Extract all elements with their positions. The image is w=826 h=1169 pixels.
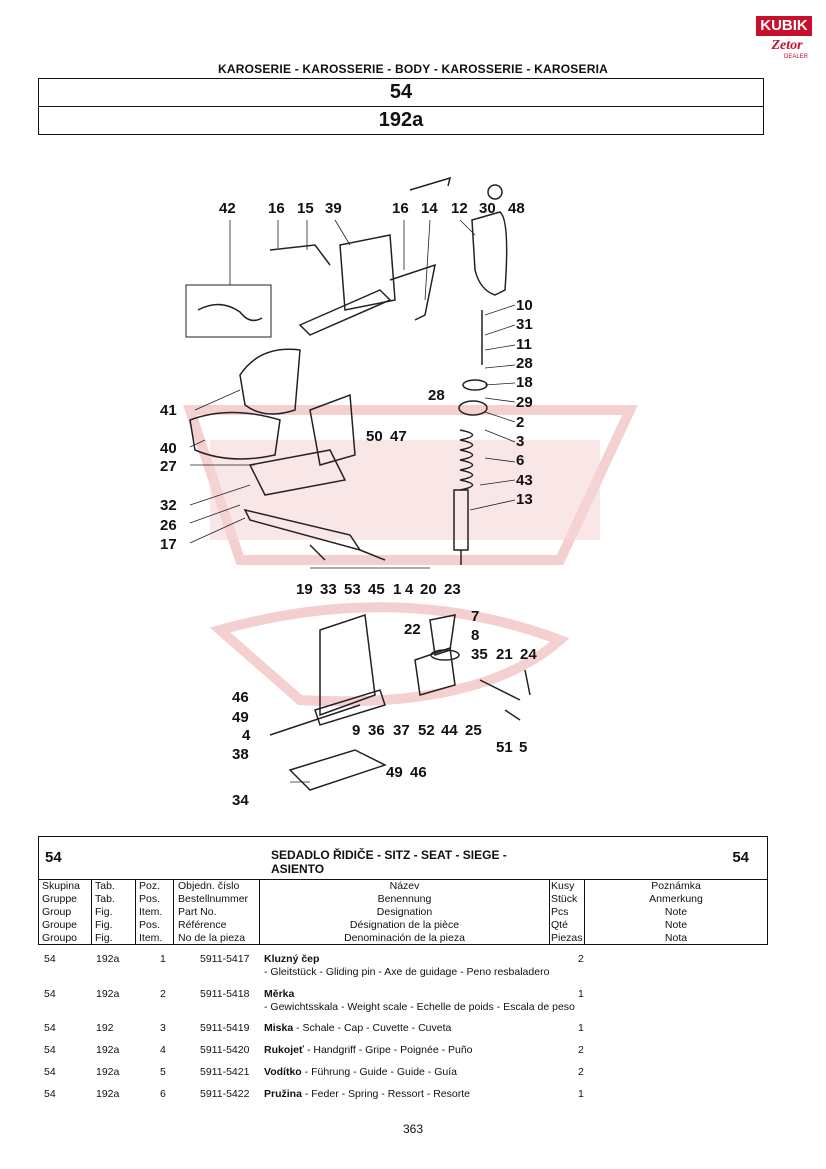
callout-label: 39	[325, 200, 342, 217]
callout-label: 42	[219, 200, 236, 217]
callout-label: 23	[444, 581, 461, 598]
callout-label: 44	[441, 722, 458, 739]
group-number: 54	[39, 79, 763, 107]
divider	[549, 880, 550, 944]
callout-label: 2	[516, 414, 525, 431]
callout-label: 48	[508, 200, 525, 217]
callout-label: 28	[428, 387, 445, 404]
callout-label: 28	[516, 355, 533, 372]
table-title: SEDADLO ŘIDIČE - SITZ - SEAT - SIEGE - A…	[271, 848, 507, 876]
seat-exploded-diagram	[185, 176, 531, 791]
callout-label: 32	[160, 497, 177, 514]
section-title: KAROSERIE - KAROSSERIE - BODY - KAROSSER…	[218, 62, 608, 76]
callout-label: 53	[344, 581, 361, 598]
callout-label: 1	[393, 581, 402, 598]
callout-label: 46	[232, 689, 249, 706]
callout-label: 12	[451, 200, 468, 217]
callout-label: 38	[232, 746, 249, 763]
callout-label: 8	[471, 627, 480, 644]
callout-label: 16	[268, 200, 285, 217]
callout-label: 18	[516, 374, 533, 391]
callout-label: 16	[392, 200, 409, 217]
callout-label: 31	[516, 316, 533, 333]
divider	[135, 880, 136, 944]
callout-label: 47	[390, 428, 407, 445]
kubik-zetor-logo: KUBIK Zetor DEALER	[754, 14, 814, 64]
page-number: 363	[402, 1122, 424, 1136]
callout-label: 20	[420, 581, 437, 598]
callout-label: 30	[479, 200, 496, 217]
divider	[259, 880, 260, 944]
callout-label: 40	[160, 440, 177, 457]
divider	[173, 880, 174, 944]
logo-dealer-text: DEALER	[784, 54, 809, 60]
callout-label: 9	[352, 722, 361, 739]
callout-label: 21	[496, 646, 513, 663]
kubik-watermark	[183, 405, 638, 707]
callout-label: 51	[496, 739, 513, 756]
callout-label: 13	[516, 491, 533, 508]
callout-label: 11	[516, 336, 532, 353]
callout-label: 49	[232, 709, 249, 726]
callout-label: 29	[516, 394, 533, 411]
table-title-line2: ASIENTO	[271, 862, 325, 876]
callout-label: 50	[366, 428, 383, 445]
callout-label: 4	[405, 581, 414, 598]
callout-label: 27	[160, 458, 177, 475]
header-box: 54 192a	[38, 78, 764, 135]
callout-label: 46	[410, 764, 427, 781]
parts-table-header: 54 54 SEDADLO ŘIDIČE - SITZ - SEAT - SIE…	[38, 836, 768, 945]
callout-label: 15	[297, 200, 314, 217]
callout-label: 26	[160, 517, 177, 534]
callout-label: 14	[421, 200, 438, 217]
callout-label: 37	[393, 722, 410, 739]
callout-label: 19	[296, 581, 313, 598]
callout-label: 33	[320, 581, 337, 598]
divider	[584, 880, 585, 944]
callout-label: 35	[471, 646, 488, 663]
logo-kubik-text: KUBIK	[756, 16, 812, 36]
divider	[39, 879, 767, 880]
callout-label: 43	[516, 472, 533, 489]
callout-label: 36	[368, 722, 385, 739]
callout-label: 49	[386, 764, 403, 781]
column-header-pos: Poz.Pos.Item.Pos.Item.	[139, 880, 163, 944]
callout-label: 45	[368, 581, 385, 598]
logo-zetor-text: Zetor	[771, 38, 803, 53]
callout-label: 17	[160, 536, 177, 553]
callout-label: 22	[404, 621, 421, 638]
callout-label: 7	[471, 608, 480, 625]
table-number: 192a	[378, 109, 424, 131]
callout-label: 3	[516, 433, 525, 450]
callout-label: 25	[465, 722, 482, 739]
divider	[91, 880, 92, 944]
callout-label: 10	[516, 297, 533, 314]
callout-label: 6	[516, 452, 525, 469]
callout-label: 24	[520, 646, 537, 663]
callout-label: 52	[418, 722, 435, 739]
callout-label: 5	[519, 739, 528, 756]
callout-label: 34	[232, 792, 249, 809]
callout-label: 4	[242, 727, 251, 744]
column-header-tab: Tab.Tab.Fig.Fig.Fig.	[95, 880, 115, 944]
table-group-right: 54	[732, 849, 749, 866]
callout-label: 41	[160, 402, 177, 419]
table-group-left: 54	[45, 849, 62, 866]
table-title-line1: SEDADLO ŘIDIČE - SITZ - SEAT - SIEGE -	[271, 848, 507, 862]
